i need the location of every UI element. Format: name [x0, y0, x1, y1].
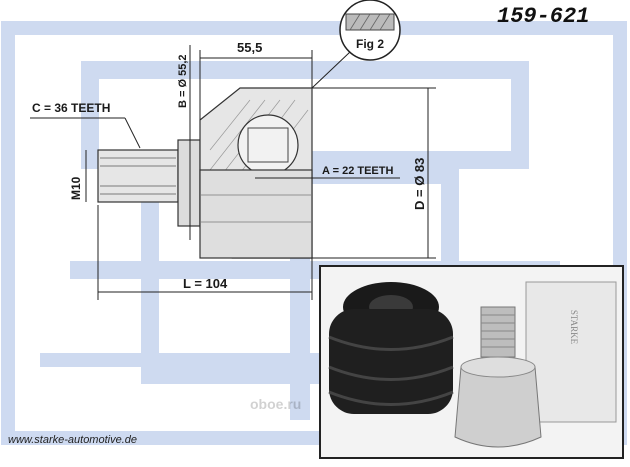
b-dimension-label: B = Ø 55,2: [177, 54, 189, 108]
length-dimension-label: L = 104: [183, 276, 228, 291]
shaft-stub: [97, 149, 179, 203]
joint-photo: STARKE: [319, 265, 624, 459]
svg-text:STARKE: STARKE: [569, 310, 579, 345]
fig-label: Fig 2: [356, 37, 384, 51]
part-number: 159-621: [497, 4, 590, 29]
cage: [247, 127, 289, 163]
a-teeth-label: A = 22 TEETH: [322, 165, 393, 177]
housing-lower: [199, 169, 313, 259]
website-link[interactable]: www.starke-automotive.de: [8, 434, 137, 446]
joint-photo-icon: STARKE: [321, 267, 622, 457]
fig-detail-icon: [311, 0, 401, 89]
c-teeth-label: C = 36 TEETH: [32, 101, 110, 115]
dimension-lines: [30, 45, 436, 300]
d-dimension-label: D = Ø 83: [412, 158, 427, 210]
cv-joint-drawing: [97, 0, 401, 259]
joint-neck: [177, 139, 201, 227]
width-dimension-label: 55,5: [237, 40, 262, 55]
thread-label: M10: [69, 176, 83, 200]
spline-lines: [100, 157, 176, 195]
watermark: oboe.ru: [250, 396, 302, 412]
inner-race: [237, 114, 299, 176]
